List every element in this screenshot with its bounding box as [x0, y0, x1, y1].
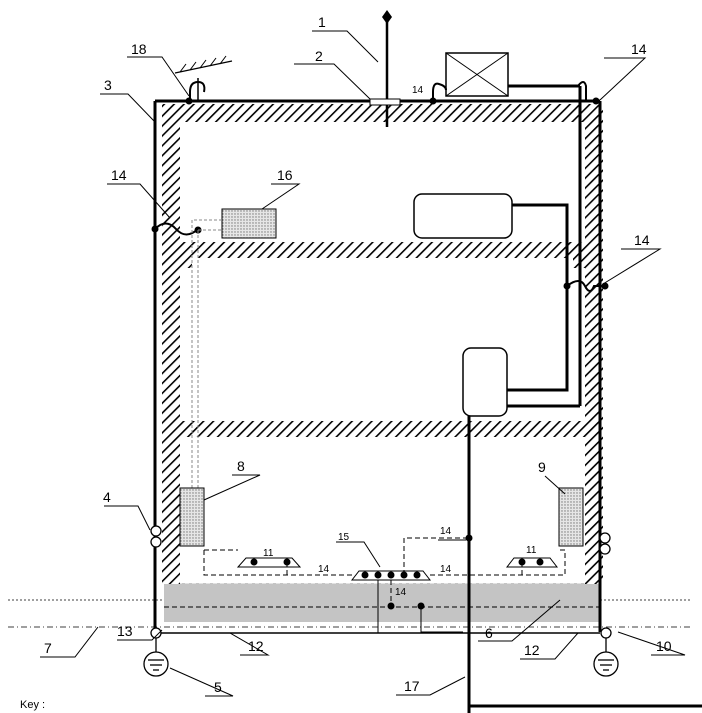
- floor-slab-2: [180, 421, 585, 437]
- bond-point: [151, 225, 159, 233]
- mast-hatch-ticks: [179, 55, 227, 73]
- label-7: 7: [44, 640, 52, 656]
- label-14-mid-d: 14: [395, 587, 407, 598]
- bonding-bar-right: [505, 557, 559, 568]
- spark-gap-left: [154, 222, 199, 236]
- label-12-left: 12: [248, 638, 264, 654]
- roof-penetration: [369, 98, 401, 106]
- label-14-left: 14: [111, 167, 127, 183]
- label-2: 2: [315, 48, 323, 64]
- air-terminal-tip: [382, 10, 392, 24]
- label-1: 1: [318, 14, 326, 30]
- equipment-upper: [413, 193, 513, 239]
- label-11-right: 11: [526, 545, 537, 556]
- bond-point: [250, 558, 258, 566]
- device-8: [179, 487, 205, 547]
- bonding-bar-left: [236, 557, 302, 568]
- isolating-gap-right-b: [599, 543, 611, 555]
- label-12-right: 12: [524, 642, 540, 658]
- device-9: [558, 487, 584, 547]
- mast-spark-gap: [189, 80, 206, 101]
- isolating-gap-left-a: [150, 525, 162, 537]
- label-14-roof: 14: [412, 85, 424, 96]
- label-14-mid-a: 14: [440, 526, 452, 537]
- isolating-gap-left-b: [150, 536, 162, 548]
- label-18: 18: [131, 41, 147, 57]
- device-16: [221, 208, 277, 239]
- bond-point: [387, 602, 395, 610]
- label-8: 8: [237, 458, 245, 474]
- isolating-gap-right-a: [599, 532, 611, 544]
- bond-point: [592, 97, 600, 105]
- dashed-bonding-lines: [164, 537, 600, 608]
- equipment-middle: [462, 347, 508, 417]
- label-14-mid-b: 14: [318, 564, 330, 575]
- key-caption: Key :: [20, 699, 46, 711]
- bond-point: [185, 97, 193, 105]
- earth-electrode-right-icon: [593, 651, 619, 677]
- test-joint-right: [600, 627, 612, 639]
- label-15: 15: [338, 532, 350, 543]
- label-5: 5: [214, 679, 222, 695]
- label-11-left: 11: [263, 548, 274, 559]
- spark-gap-roof: [432, 82, 447, 101]
- leader-lines: [40, 30, 686, 697]
- left-wall: [162, 104, 180, 584]
- bond-point: [601, 282, 609, 290]
- bond-point: [429, 97, 437, 105]
- spark-gap-right: [566, 280, 603, 292]
- bond-point: [465, 534, 473, 542]
- label-13: 13: [117, 623, 133, 639]
- label-4: 4: [103, 489, 111, 505]
- label-16: 16: [277, 167, 293, 183]
- label-3: 3: [104, 77, 112, 93]
- equipment-upper-cable: [512, 203, 569, 286]
- label-9: 9: [538, 459, 546, 475]
- label-14-top-right: 14: [631, 41, 647, 57]
- label-14-mid-c: 14: [440, 564, 452, 575]
- bond-point: [536, 558, 544, 566]
- label-10: 10: [656, 638, 672, 654]
- earth-electrode-left-icon: [143, 651, 169, 677]
- foundation-link-b: [420, 606, 463, 633]
- label-17: 17: [404, 678, 420, 694]
- mast-hatch-bar: [174, 60, 233, 74]
- roof-equipment-x2: [445, 52, 509, 97]
- basement-zone: [164, 583, 600, 622]
- label-6: 6: [485, 625, 493, 641]
- roof-slab: [162, 104, 603, 122]
- spark-gap-roof-right: [577, 81, 587, 100]
- inner-left-ledge: [180, 258, 192, 268]
- equipment-middle-cable: [507, 286, 569, 392]
- floor-slab-1: [180, 242, 585, 258]
- label-14-right: 14: [634, 232, 650, 248]
- signal-line-dotted-a: [191, 219, 222, 488]
